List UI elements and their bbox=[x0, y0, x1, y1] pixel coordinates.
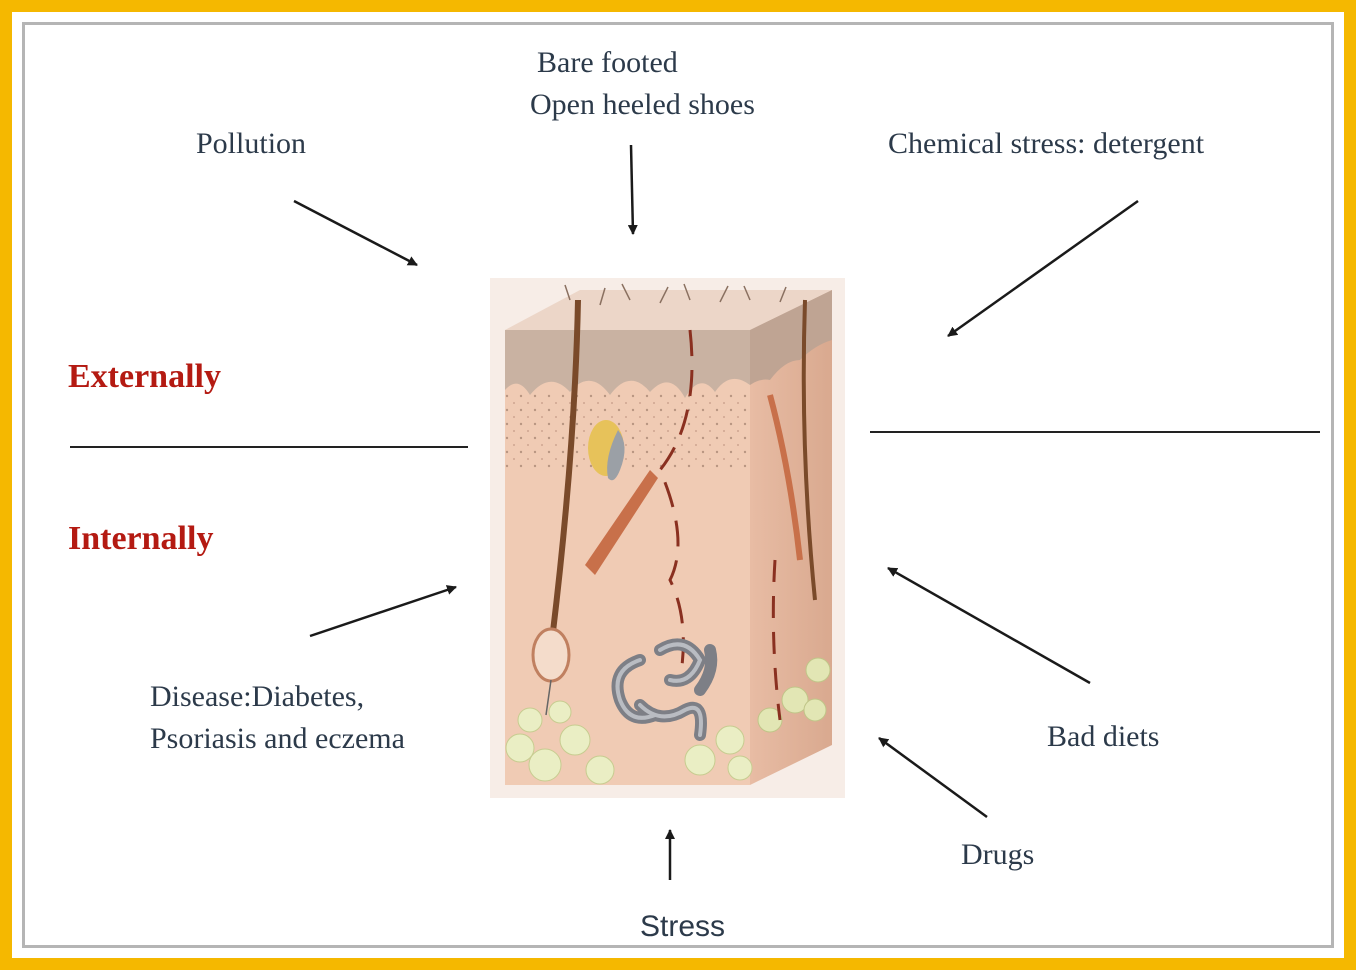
arrow-drugs bbox=[879, 738, 987, 817]
label-internally: Internally bbox=[68, 518, 213, 560]
arrow-chemical bbox=[948, 201, 1138, 336]
label-stress: Stress bbox=[640, 906, 725, 948]
arrow-disease bbox=[310, 587, 456, 636]
label-disease: Disease:Diabetes, Psoriasis and eczema bbox=[150, 676, 405, 760]
label-chemical-stress: Chemical stress: detergent bbox=[888, 123, 1204, 165]
label-pollution: Pollution bbox=[196, 123, 306, 165]
arrow-barefoot bbox=[631, 145, 633, 234]
label-barefoot: Bare footed bbox=[537, 42, 678, 84]
label-bad-diets: Bad diets bbox=[1047, 716, 1160, 758]
label-drugs: Drugs bbox=[961, 834, 1034, 876]
label-disease-line2: Psoriasis and eczema bbox=[150, 718, 405, 760]
label-open-heeled: Open heeled shoes bbox=[530, 84, 755, 126]
arrow-pollution bbox=[294, 201, 417, 265]
label-disease-line1: Disease:Diabetes, bbox=[150, 676, 405, 718]
label-barefoot-line1: Bare footed bbox=[537, 42, 678, 84]
label-externally: Externally bbox=[68, 356, 221, 398]
label-barefoot-line2: Open heeled shoes bbox=[530, 84, 755, 126]
arrow-bad-diets bbox=[888, 568, 1090, 683]
